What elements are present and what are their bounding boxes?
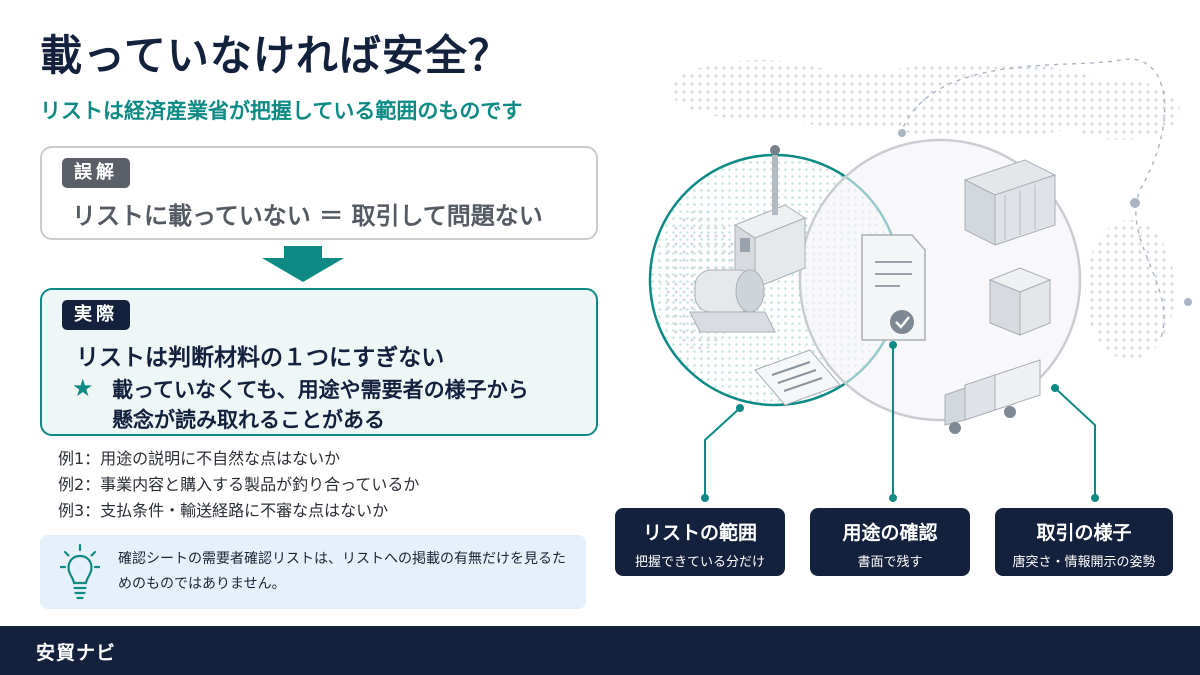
checklist-icon [754, 349, 841, 406]
footer-brand: 安貿ナビ [36, 642, 117, 664]
document-check-icon [861, 234, 926, 341]
card-subtitle: 書面で残す [857, 555, 923, 570]
footer-bar: 安貿ナビ [0, 626, 1200, 675]
card-subtitle: 唐突さ・情報開示の姿勢 [1012, 555, 1156, 570]
note-box: 確認シートの需要者確認リストは、リストへの掲載の有無だけを見るためのものではあり… [40, 535, 586, 609]
example-item: 例1：用途の説明に不自然な点はないか [58, 449, 341, 468]
reality-sub-text-line2: 懸念が読み取れることがある [112, 408, 385, 432]
reality-sub-text-line1: 載っていなくても、用途や需要者の様子から [112, 378, 529, 402]
cardboard-box-icon [988, 267, 1052, 336]
card-title: リストの範囲 [642, 522, 757, 544]
misconception-tag: 誤解 [62, 158, 130, 188]
card-title: 取引の様子 [1036, 522, 1132, 544]
route-dot [898, 129, 1192, 306]
truck-icon [944, 359, 1041, 434]
misconception-text: リストに載っていない ＝ 取引して問題ない [72, 202, 543, 230]
venn-illustration [648, 58, 1192, 502]
page-subtitle: リストは経済産業省が把握している範囲のものです [40, 99, 523, 123]
reality-tag: 実際 [62, 300, 130, 330]
note-text: 確認シートの需要者確認リストは、リストへの掲載の有無だけを見るためのものではあり… [118, 551, 566, 592]
connector-line [704, 345, 1096, 498]
reality-box: 実際 リストは判断材料の１つにすぎない ★ 載っていなくても、用途や需要者の様子… [40, 288, 598, 436]
example-item: 例3：支払条件・輸送経路に不審な点はないか [58, 501, 389, 520]
card-usage-check: 用途の確認 書面で残す [810, 508, 970, 576]
reality-main-text: リストは判断材料の１つにすぎない [76, 345, 445, 371]
route-dashed-line [899, 58, 1166, 341]
arrow-down-icon [262, 246, 344, 282]
card-title: 用途の確認 [842, 522, 938, 544]
card-list-scope: リストの範囲 把握できている分だけ [615, 508, 785, 576]
lightbulb-icon [60, 543, 100, 600]
page-title: 載っていなければ安全？ [40, 31, 511, 80]
star-icon: ★ [72, 374, 94, 402]
motor-icon [689, 269, 776, 333]
card-subtitle: 把握できている分だけ [634, 555, 765, 570]
connector-dot [701, 341, 1099, 502]
container-icon [963, 159, 1057, 246]
misconception-box: 誤解 リストに載っていない ＝ 取引して問題ない [40, 146, 598, 240]
examples-list: 例1：用途の説明に不自然な点はないか 例2：事業内容と購入する製品が釣り合ってい… [58, 446, 419, 524]
example-item: 例2：事業内容と購入する製品が釣り合っているか [58, 475, 420, 494]
card-transaction-state: 取引の様子 唐突さ・情報開示の姿勢 [995, 508, 1173, 576]
